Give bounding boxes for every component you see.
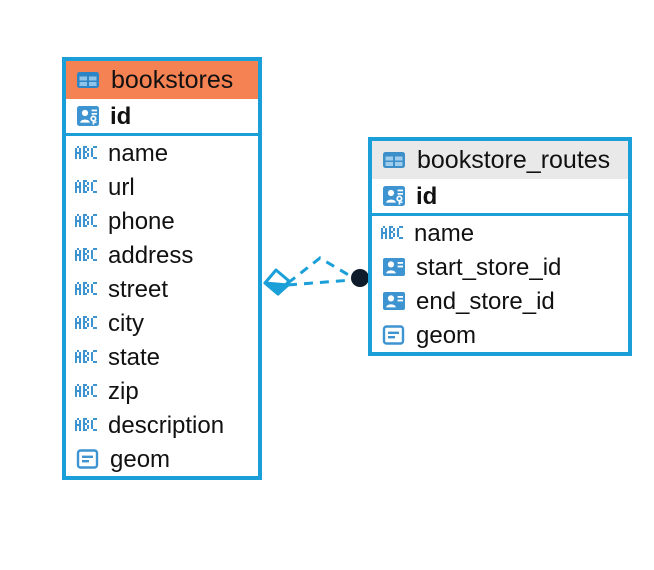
- field-row-bookstores-city[interactable]: city: [66, 306, 258, 340]
- abc-icon: [381, 225, 403, 239]
- field-label-bookstores-id: id: [110, 102, 132, 130]
- field-row-bookstores-address[interactable]: address: [66, 238, 258, 272]
- primary-key-section-bookstore-routes: id: [372, 179, 628, 217]
- entity-header-bookstore-routes[interactable]: bookstore_routes: [372, 141, 628, 180]
- field-row-bookstore-routes-id[interactable]: id: [372, 179, 628, 213]
- foreign-key-icon: [383, 258, 405, 277]
- field-list-bookstores: name url: [66, 136, 258, 476]
- field-row-bookstores-id[interactable]: id: [66, 99, 258, 133]
- primary-key-section-bookstores: id: [66, 99, 258, 137]
- abc-icon: [75, 383, 97, 397]
- entity-header-bookstores[interactable]: bookstores: [66, 61, 258, 100]
- field-label-bookstores-phone: phone: [108, 207, 175, 235]
- field-row-bookstores-url[interactable]: url: [66, 170, 258, 204]
- relationship-circle-marker[interactable]: [351, 269, 369, 287]
- primary-key-icon: [383, 186, 405, 207]
- entity-title-bookstore-routes: bookstore_routes: [417, 146, 611, 174]
- abc-icon: [75, 213, 97, 227]
- relationship-line-start-store-id[interactable]: [287, 256, 353, 285]
- field-row-bookstores-name[interactable]: name: [66, 136, 258, 170]
- field-label-bookstore-routes-name: name: [414, 219, 475, 247]
- geometry-icon: [382, 325, 405, 345]
- field-label-bookstores-street: street: [108, 275, 169, 303]
- field-label-bookstore-routes-geom: geom: [416, 321, 477, 349]
- abc-icon: [75, 281, 97, 295]
- abc-icon: [75, 179, 97, 193]
- field-row-bookstores-street[interactable]: street: [66, 272, 258, 306]
- field-label-bookstores-geom: geom: [110, 445, 171, 473]
- table-icon: [383, 152, 405, 169]
- field-label-bookstore-routes-start-store-id: start_store_id: [416, 253, 562, 281]
- relationship-line-end-store-id[interactable]: [287, 278, 353, 287]
- field-label-bookstores-state: state: [108, 343, 161, 371]
- field-label-bookstore-routes-end-store-id: end_store_id: [416, 287, 555, 315]
- field-list-bookstore-routes: name start_store_id: [372, 216, 628, 352]
- table-icon: [77, 72, 99, 89]
- field-row-bookstores-zip[interactable]: zip: [66, 374, 258, 408]
- abc-icon: [75, 315, 97, 329]
- field-label-bookstores-name: name: [108, 139, 169, 167]
- entity-table-bookstores[interactable]: bookstores id: [62, 57, 262, 481]
- field-row-bookstore-routes-start-store-id[interactable]: start_store_id: [372, 250, 628, 284]
- abc-icon: [75, 247, 97, 261]
- field-row-bookstore-routes-name[interactable]: name: [372, 216, 628, 250]
- field-label-bookstore-routes-id: id: [416, 182, 438, 210]
- abc-icon: [75, 145, 97, 159]
- entity-table-bookstore-routes[interactable]: bookstore_routes id: [368, 137, 632, 357]
- field-label-bookstores-city: city: [108, 309, 144, 337]
- field-row-bookstore-routes-geom[interactable]: geom: [372, 318, 628, 352]
- field-label-bookstores-description: description: [108, 411, 225, 439]
- field-label-bookstores-zip: zip: [108, 377, 139, 405]
- entity-title-bookstores: bookstores: [111, 66, 234, 94]
- field-label-bookstores-url: url: [108, 173, 135, 201]
- abc-icon: [75, 417, 97, 431]
- abc-icon: [75, 349, 97, 363]
- field-row-bookstore-routes-end-store-id[interactable]: end_store_id: [372, 284, 628, 318]
- field-row-bookstores-geom[interactable]: geom: [66, 442, 258, 476]
- field-label-bookstores-address: address: [108, 241, 194, 269]
- field-row-bookstores-phone[interactable]: phone: [66, 204, 258, 238]
- field-row-bookstores-state[interactable]: state: [66, 340, 258, 374]
- field-row-bookstores-description[interactable]: description: [66, 408, 258, 442]
- foreign-key-icon: [383, 292, 405, 311]
- geometry-icon: [76, 449, 99, 469]
- relationship-diamond-marker[interactable]: [263, 268, 291, 296]
- primary-key-icon: [77, 106, 99, 127]
